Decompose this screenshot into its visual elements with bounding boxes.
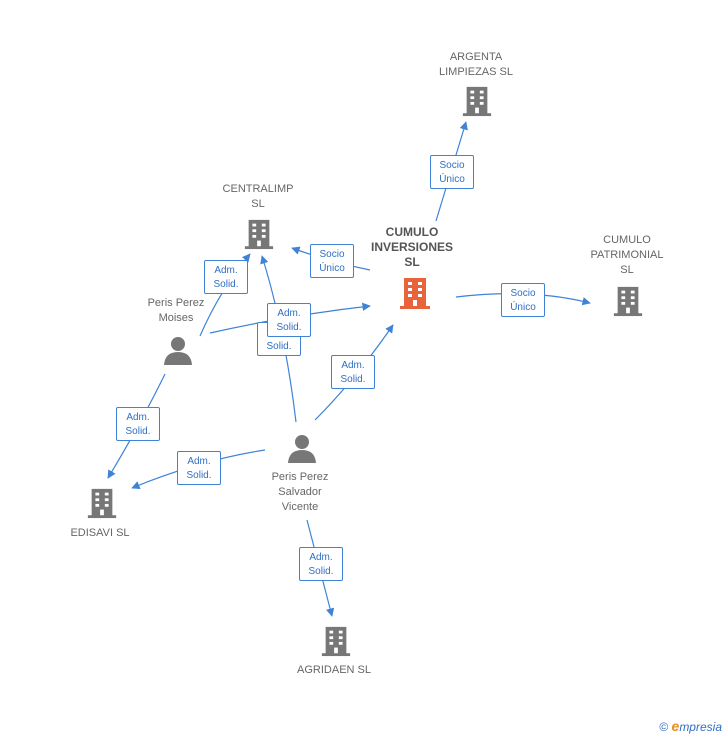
building-icon[interactable] [86,486,118,520]
edge-label-moises-centralimp[interactable]: Adm. Solid. [204,260,248,294]
footer-brand: © empresia [659,718,722,734]
person-icon[interactable] [163,336,193,366]
edge-label-salvador-cumulo[interactable]: Adm. Solid. [331,355,375,389]
building-icon[interactable] [461,84,493,118]
building-icon[interactable] [398,276,432,310]
building-icon[interactable] [243,217,275,251]
edge-label-moises-edisavi[interactable]: Adm. Solid. [116,407,160,441]
building-icon[interactable] [320,624,352,658]
edge-label-salvador-edisavi[interactable]: Adm. Solid. [177,451,221,485]
edge-label-moises-cumulo[interactable]: Adm. Solid. [267,303,311,337]
node-label-peris-moises: Peris Perez Moises [147,297,205,324]
person-icon[interactable] [287,434,317,464]
node-label-peris-salvador: Peris Perez Salvador Vicente [271,471,329,513]
copyright-icon: © [659,720,669,734]
edge-label-cumulo-centralimp[interactable]: Socio Único [310,244,354,278]
node-label-centralimp: CENTRALIMP SL [222,183,294,210]
node-label-agridaen: AGRIDAEN SL [297,664,371,676]
brand-name: mpresia [679,720,722,734]
node-label-cumulo-patrimonial: CUMULO PATRIMONIAL SL [590,234,664,276]
edge-label-cumulo-argenta[interactable]: Socio Único [430,155,474,189]
brand-logo-e: e [671,718,680,734]
node-label-cumulo-inversiones: CUMULO INVERSIONES SL [370,225,454,269]
edge-label-cumulo-patrimonial[interactable]: Socio Único [501,283,545,317]
edge-label-salvador-agridaen[interactable]: Adm. Solid. [299,547,343,581]
building-icon[interactable] [612,284,644,318]
node-label-argenta: ARGENTA LIMPIEZAS SL [439,51,513,78]
node-label-edisavi: EDISAVI SL [70,527,130,539]
